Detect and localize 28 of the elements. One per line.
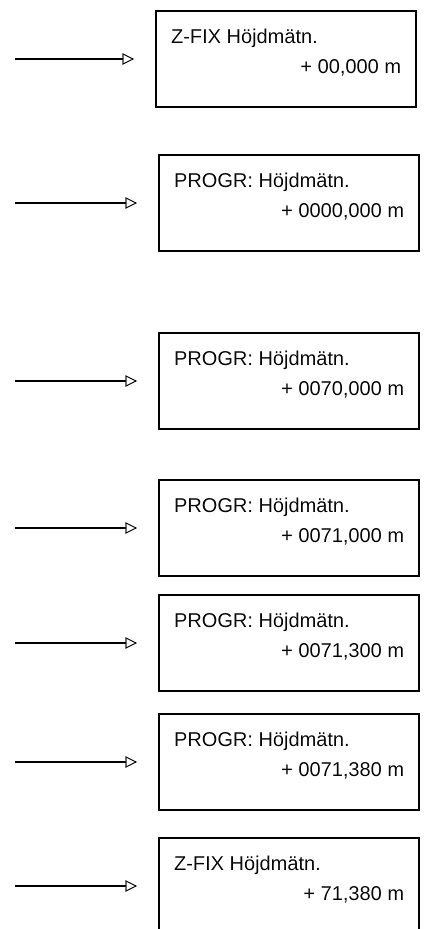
display-value: + 0000,000 m xyxy=(281,199,404,224)
display-heading: PROGR: Höjdmätn. xyxy=(174,169,350,194)
arrow xyxy=(15,522,137,534)
display-box xyxy=(158,837,420,929)
display-value: + 0071,380 m xyxy=(281,758,404,783)
display-value: + 0070,000 m xyxy=(281,377,404,402)
arrow xyxy=(15,197,137,209)
display-box xyxy=(155,10,417,108)
display-value: + 71,380 m xyxy=(303,882,404,907)
display-value: + 0071,000 m xyxy=(281,524,404,549)
display-heading: Z-FIX Höjdmätn. xyxy=(174,852,321,877)
arrow xyxy=(15,375,137,387)
display-heading: PROGR: Höjdmätn. xyxy=(174,494,350,519)
display-box xyxy=(158,713,420,811)
display-box xyxy=(158,154,420,252)
arrow xyxy=(15,756,137,768)
display-box xyxy=(158,332,420,430)
display-value: + 00,000 m xyxy=(300,55,401,80)
arrow xyxy=(15,880,137,892)
display-box xyxy=(158,594,420,692)
display-heading: PROGR: Höjdmätn. xyxy=(174,347,350,372)
arrow xyxy=(15,637,137,649)
display-box xyxy=(158,479,420,577)
display-heading: Z-FIX Höjdmätn. xyxy=(171,25,318,50)
display-heading: PROGR: Höjdmätn. xyxy=(174,609,350,634)
arrow xyxy=(15,53,134,65)
display-value: + 0071,300 m xyxy=(281,639,404,664)
display-heading: PROGR: Höjdmätn. xyxy=(174,728,350,753)
